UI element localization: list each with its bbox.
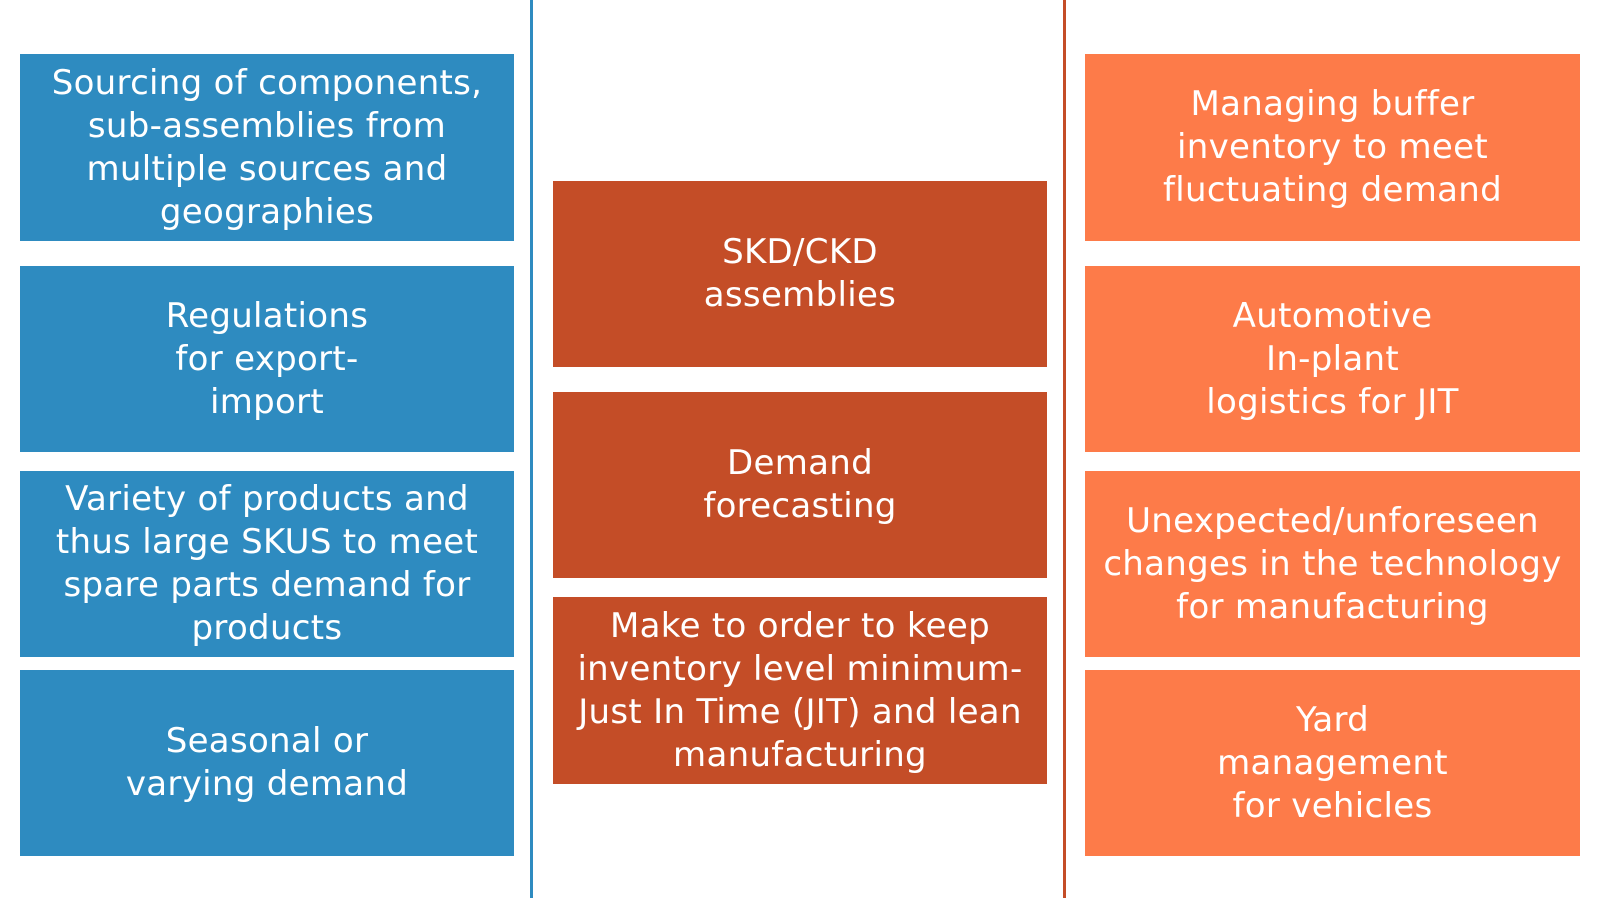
middle-box-make-to-order: Make to order to keep inventory level mi… [553, 597, 1047, 784]
right-box-yard-management-label: Yard management for vehicles [1217, 699, 1448, 826]
middle-box-demand-forecasting: Demand forecasting [553, 392, 1047, 578]
right-box-technology-changes-label: Unexpected/unforeseen changes in the tec… [1103, 500, 1562, 627]
right-column-divider [1063, 0, 1066, 898]
right-box-inplant-logistics-label: Automotive In-plant logistics for JIT [1206, 295, 1459, 422]
left-box-regulations-label: Regulations for export-import [165, 295, 369, 422]
left-box-variety: Variety of products and thus large SKUS … [20, 471, 514, 657]
middle-box-skd-ckd-label: SKD/CKD assemblies [703, 232, 897, 315]
right-box-technology-changes: Unexpected/unforeseen changes in the tec… [1085, 471, 1580, 657]
left-box-variety-label: Variety of products and thus large SKUS … [55, 479, 479, 648]
middle-box-demand-forecasting-label: Demand forecasting [703, 443, 897, 526]
right-box-buffer-inventory: Managing buffer inventory to meet fluctu… [1085, 54, 1580, 241]
left-box-regulations: Regulations for export-import [20, 266, 514, 452]
middle-box-make-to-order-label: Make to order to keep inventory level mi… [577, 605, 1023, 775]
left-box-seasonal: Seasonal or varying demand [20, 670, 514, 856]
right-box-buffer-inventory-label: Managing buffer inventory to meet fluctu… [1162, 84, 1503, 210]
middle-box-skd-ckd: SKD/CKD assemblies [553, 181, 1047, 367]
left-box-sourcing: Sourcing of components, sub-assemblies f… [20, 54, 514, 241]
right-box-yard-management: Yard management for vehicles [1085, 670, 1580, 856]
left-column-divider [530, 0, 533, 898]
right-box-inplant-logistics: Automotive In-plant logistics for JIT [1085, 266, 1580, 452]
left-box-sourcing-label: Sourcing of components, sub-assemblies f… [51, 62, 483, 232]
left-box-seasonal-label: Seasonal or varying demand [125, 721, 409, 804]
